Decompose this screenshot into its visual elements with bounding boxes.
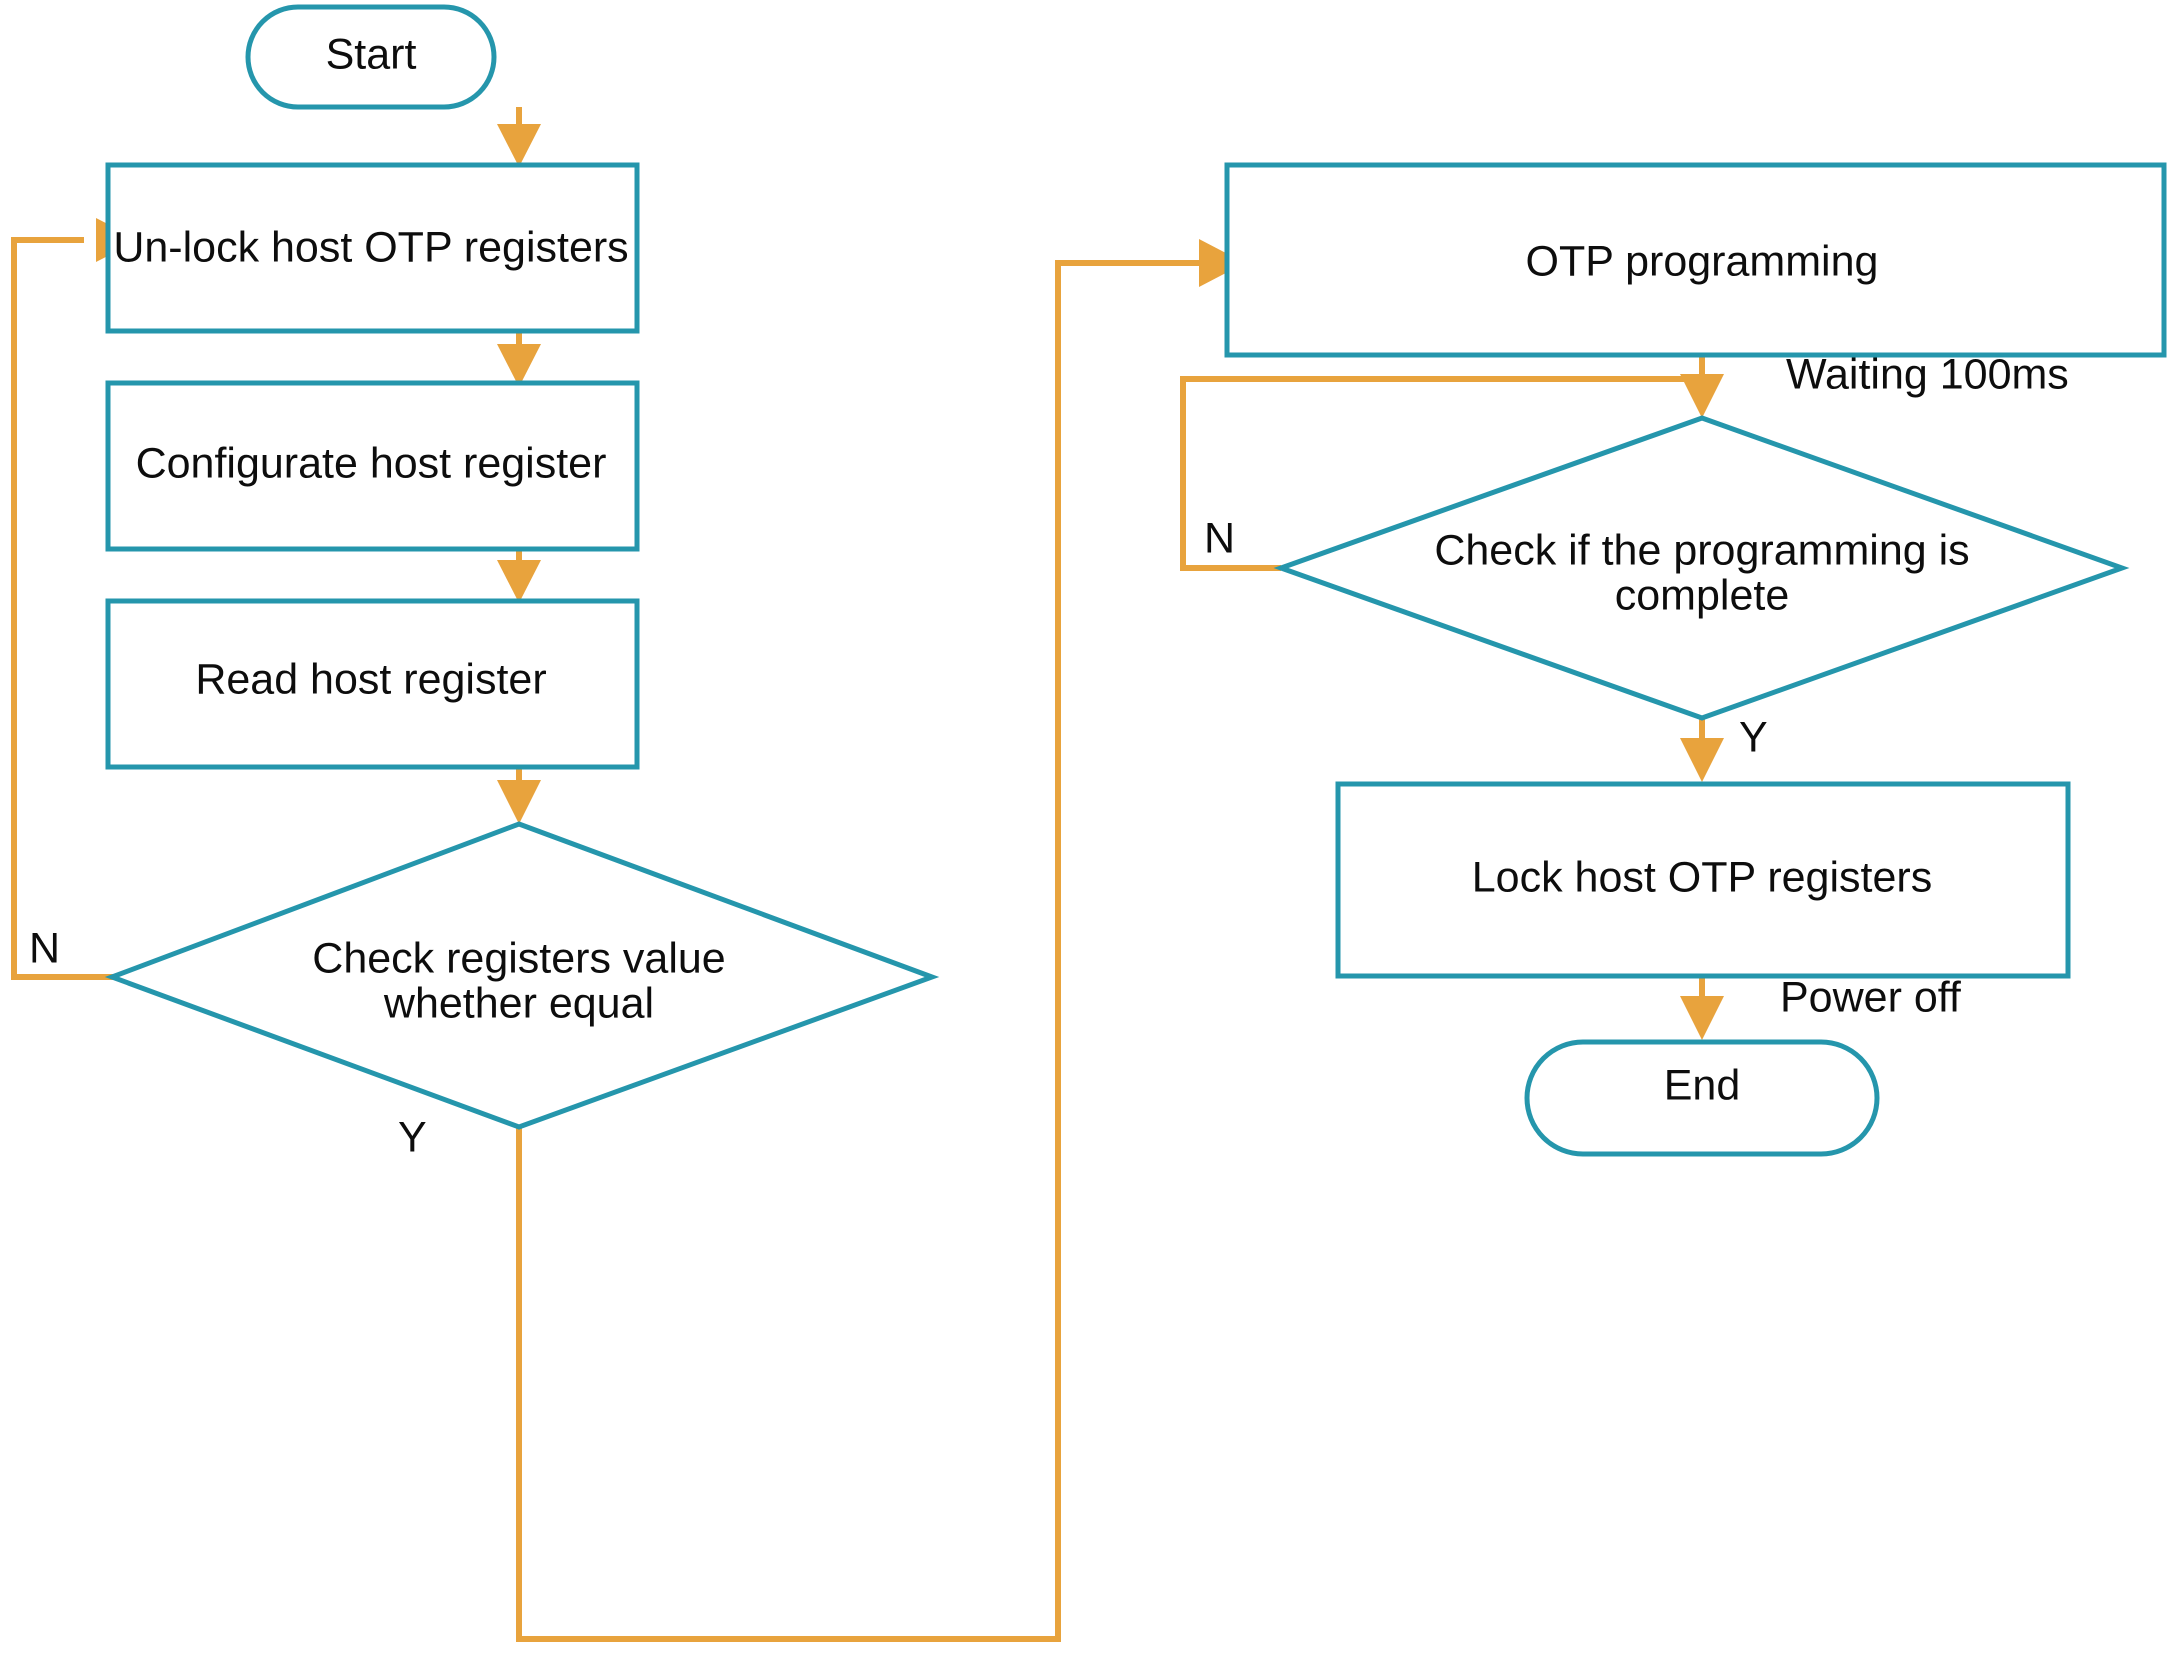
node-check-registers-value[interactable]: Check registers value whether equal	[104, 821, 940, 1130]
node-check-complete-label-line2: complete	[1615, 571, 1789, 619]
node-lock-host-otp-registers[interactable]: Lock host OTP registers	[1335, 781, 2071, 979]
node-configurate-host-register[interactable]: Configurate host register	[105, 380, 640, 552]
node-check-programming-complete[interactable]: Check if the programming is complete	[1273, 415, 2130, 721]
node-read-label: Read host register	[195, 655, 546, 703]
connector-check-equal-yes-loop	[516, 239, 1245, 1642]
edge-label-check-equal-yes: Y	[398, 1113, 427, 1161]
node-unlock-label: Un-lock host OTP registers	[113, 223, 628, 271]
edge-label-power-off: Power off	[1780, 973, 1962, 1021]
node-lock-label: Lock host OTP registers	[1472, 853, 1932, 901]
connector-read-to-check-equal	[497, 769, 541, 824]
connector-start-to-unlock	[497, 107, 541, 167]
node-unlock-host-otp-registers[interactable]: Un-lock host OTP registers	[105, 162, 640, 334]
edge-label-check-equal-no: N	[29, 924, 60, 972]
node-otp-programming-label: OTP programming	[1526, 237, 1879, 285]
node-check-equal-label-line1: Check registers value	[312, 934, 725, 982]
node-check-equal-label-line2: whether equal	[383, 979, 654, 1027]
edge-label-check-complete-no: N	[1204, 514, 1235, 562]
connector-otp-to-check-complete	[1680, 355, 1724, 418]
connector-check-complete-yes	[1680, 718, 1724, 782]
edge-label-check-complete-yes: Y	[1739, 713, 1768, 761]
node-end-label: End	[1664, 1061, 1741, 1109]
connector-lock-to-end	[1680, 976, 1724, 1040]
node-start-label: Start	[326, 30, 417, 78]
connector-check-complete-no-loop	[1180, 376, 1702, 571]
connector-unlock-to-configure	[497, 333, 541, 387]
node-read-host-register[interactable]: Read host register	[105, 598, 640, 770]
connector-configure-to-read	[497, 549, 541, 603]
node-configure-label: Configurate host register	[136, 439, 607, 487]
node-check-complete-label-line1: Check if the programming is	[1434, 526, 1969, 574]
node-start[interactable]: Start	[245, 4, 497, 110]
node-otp-programming[interactable]: OTP programming	[1224, 162, 2167, 358]
node-end[interactable]: End	[1524, 1039, 1880, 1157]
edge-label-waiting-100ms: Waiting 100ms	[1786, 350, 2069, 398]
